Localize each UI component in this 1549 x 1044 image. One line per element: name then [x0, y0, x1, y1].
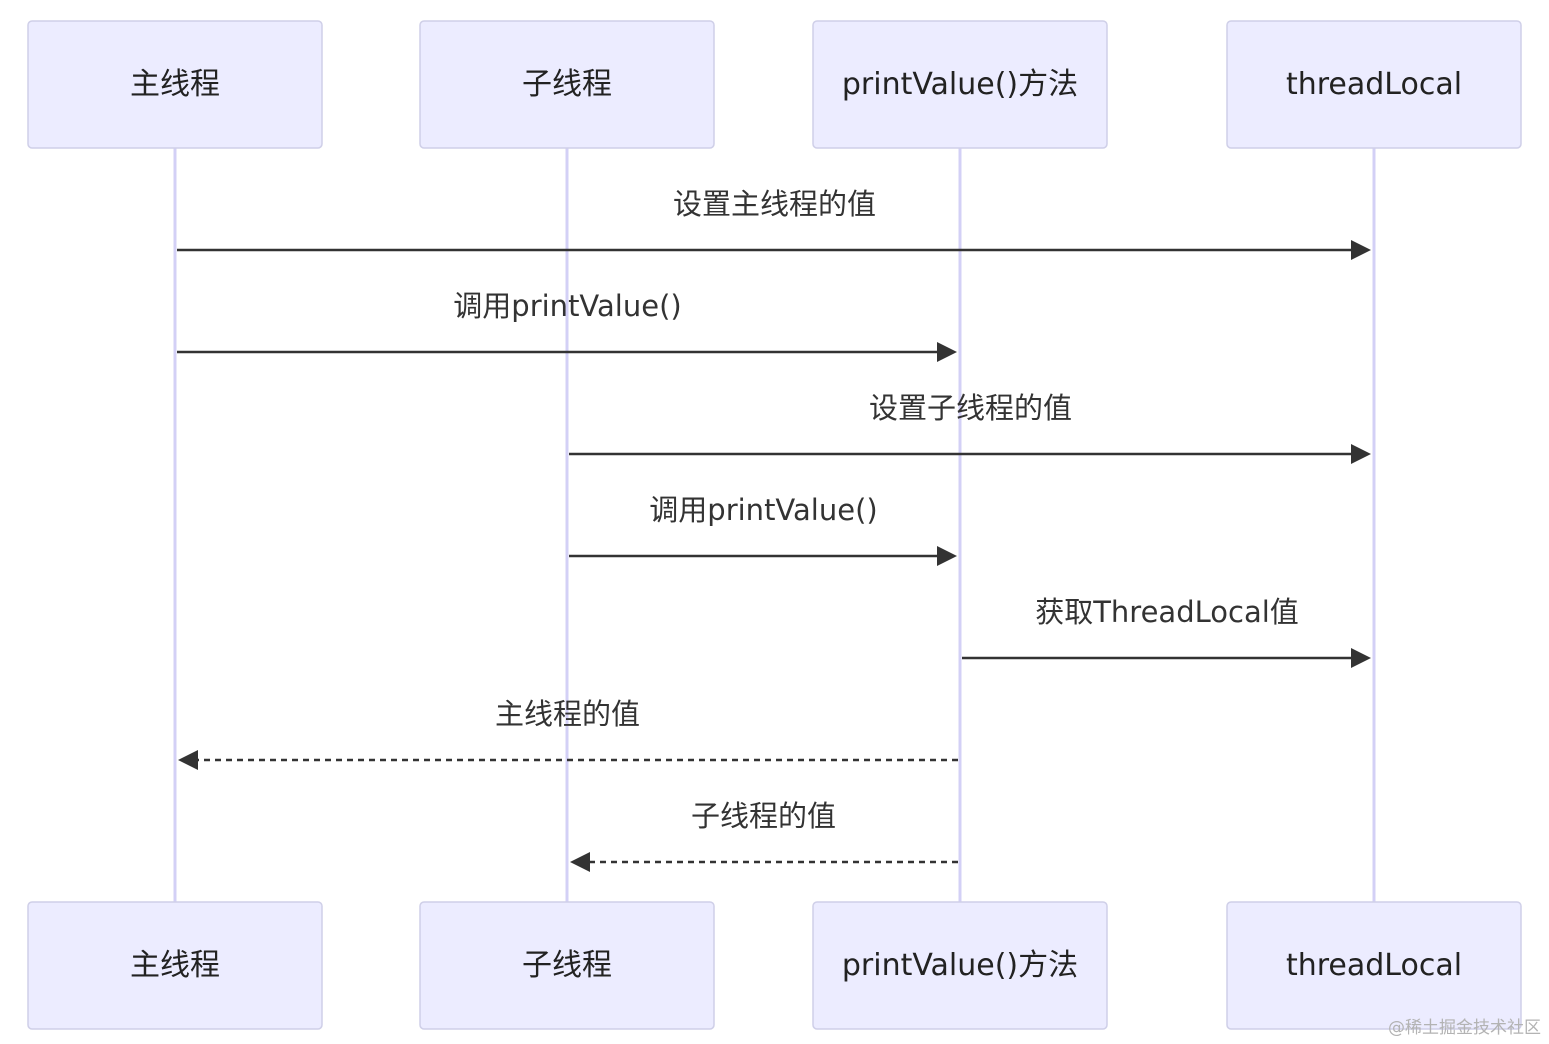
arrow-head: [1351, 444, 1371, 464]
arrow-head: [1351, 648, 1371, 668]
actor-print-top: printValue()方法: [812, 20, 1108, 149]
actor-label: threadLocal: [1286, 948, 1462, 983]
actor-box: [812, 901, 1108, 1030]
message-2: 调用printValue(): [177, 289, 957, 362]
message-label: 获取ThreadLocal值: [1035, 595, 1299, 629]
actor-label: 子线程: [522, 948, 612, 983]
arrow-head: [1351, 240, 1371, 260]
actor-label: 主线程: [130, 67, 220, 102]
message-label: 调用printValue(): [453, 289, 681, 323]
actor-main-bottom: 主线程: [27, 901, 323, 1030]
actor-child-top: 子线程: [419, 20, 715, 149]
actor-box: [1226, 20, 1522, 149]
actor-box: [419, 20, 715, 149]
arrow-head: [178, 750, 198, 770]
actor-box: [27, 20, 323, 149]
arrow-head: [937, 546, 957, 566]
message-label: 设置主线程的值: [673, 187, 876, 221]
message-6: 主线程的值: [178, 697, 958, 770]
actor-label: 子线程: [522, 67, 612, 102]
actor-box: [812, 20, 1108, 149]
actor-box: [419, 901, 715, 1030]
message-5: 获取ThreadLocal值: [962, 595, 1371, 668]
message-1: 设置主线程的值: [177, 187, 1371, 260]
actor-tl-bottom: threadLocal: [1226, 901, 1522, 1030]
actor-label: threadLocal: [1286, 67, 1462, 102]
actor-label: printValue()方法: [842, 948, 1078, 983]
message-label: 设置子线程的值: [869, 391, 1072, 425]
actor-label: printValue()方法: [842, 67, 1078, 102]
actor-print-bottom: printValue()方法: [812, 901, 1108, 1030]
arrow-head: [570, 852, 590, 872]
arrow-head: [937, 342, 957, 362]
message-7: 子线程的值: [570, 799, 958, 872]
actor-child-bottom: 子线程: [419, 901, 715, 1030]
message-label: 主线程的值: [495, 697, 640, 731]
actor-main-top: 主线程: [27, 20, 323, 149]
message-4: 调用printValue(): [569, 493, 957, 566]
message-3: 设置子线程的值: [569, 391, 1371, 464]
actor-tl-top: threadLocal: [1226, 20, 1522, 149]
watermark: @稀土掘金技术社区: [1388, 1018, 1541, 1038]
actor-label: 主线程: [130, 948, 220, 983]
message-label: 子线程的值: [691, 799, 836, 833]
actor-box: [27, 901, 323, 1030]
message-label: 调用printValue(): [649, 493, 877, 527]
actor-box: [1226, 901, 1522, 1030]
